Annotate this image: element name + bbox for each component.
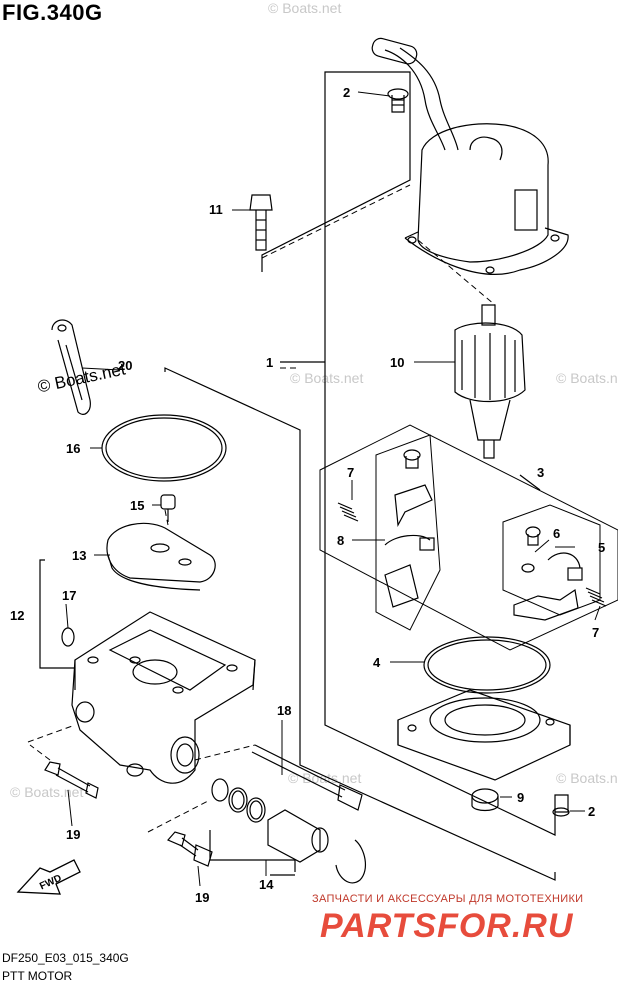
circlip xyxy=(335,839,367,884)
figure-code: DF250_E03_015_340G xyxy=(2,951,129,965)
callout-5: 5 xyxy=(598,540,605,555)
plate-13 xyxy=(106,522,216,583)
watermark: © Boats.net xyxy=(10,784,84,800)
motor-base-plate xyxy=(397,689,571,781)
figure-title: FIG.340G xyxy=(2,0,103,25)
assembly-bracket-left xyxy=(164,367,556,881)
armature-10 xyxy=(454,304,526,459)
clip-20 xyxy=(51,319,91,415)
watermark: © Boats.net xyxy=(556,770,618,786)
screw-2-top xyxy=(387,88,409,113)
promo-tagline: ЗАПЧАСТИ И АКСЕССУАРЫ ДЛЯ МОТОТЕХНИКИ xyxy=(312,893,584,905)
brush-holder-frame xyxy=(319,424,618,651)
callout-2-bottom: 2 xyxy=(588,804,595,819)
callout-19-left: 19 xyxy=(66,827,80,842)
callout-2-top: 2 xyxy=(343,85,350,100)
callout-10: 10 xyxy=(390,355,404,370)
callout-14: 14 xyxy=(259,877,274,892)
callout-1: 1 xyxy=(266,355,273,370)
callout-18: 18 xyxy=(277,703,291,718)
callout-15: 15 xyxy=(130,498,144,513)
spring-7-right xyxy=(585,587,607,607)
callout-19-bottom: 19 xyxy=(195,890,209,905)
figure-subtitle: PTT MOTOR xyxy=(2,969,73,983)
watermark: © Boats.net xyxy=(268,0,342,16)
valve-14 xyxy=(267,809,329,863)
callout-13: 13 xyxy=(72,548,86,563)
callout-4: 4 xyxy=(373,655,381,670)
callout-7-right: 7 xyxy=(592,625,599,640)
callout-16: 16 xyxy=(66,441,80,456)
o-ring-17 xyxy=(61,627,75,647)
callout-11: 11 xyxy=(209,202,223,217)
bolt-11 xyxy=(249,194,273,251)
bolt-18 xyxy=(251,744,363,811)
watermark: © Boats.net xyxy=(556,370,618,386)
watermark: © Boats.net xyxy=(288,770,362,786)
watermark: © Boats.net xyxy=(290,370,364,386)
callout-9: 9 xyxy=(517,790,524,805)
o-ring-16 xyxy=(101,414,227,482)
callout-7-left: 7 xyxy=(347,465,354,480)
bolt-19-bottom xyxy=(167,831,213,867)
callout-17: 17 xyxy=(62,588,76,603)
callout-8: 8 xyxy=(337,533,344,548)
promo-site[interactable]: PARTSFOR.RU xyxy=(320,907,574,945)
callout-20: 20 xyxy=(118,358,132,373)
callout-12: 12 xyxy=(10,608,24,623)
callout-3: 3 xyxy=(537,465,544,480)
pump-housing-12 xyxy=(71,611,256,784)
callout-6: 6 xyxy=(553,526,560,541)
assembly-bracket-1 xyxy=(261,71,556,836)
motor-cable xyxy=(384,47,459,151)
fwd-arrow: FWD xyxy=(16,859,81,895)
motor-yoke xyxy=(404,123,569,275)
bolt-19-left xyxy=(44,761,99,799)
o-ring-4 xyxy=(423,636,551,694)
spring-7-left xyxy=(337,502,359,522)
